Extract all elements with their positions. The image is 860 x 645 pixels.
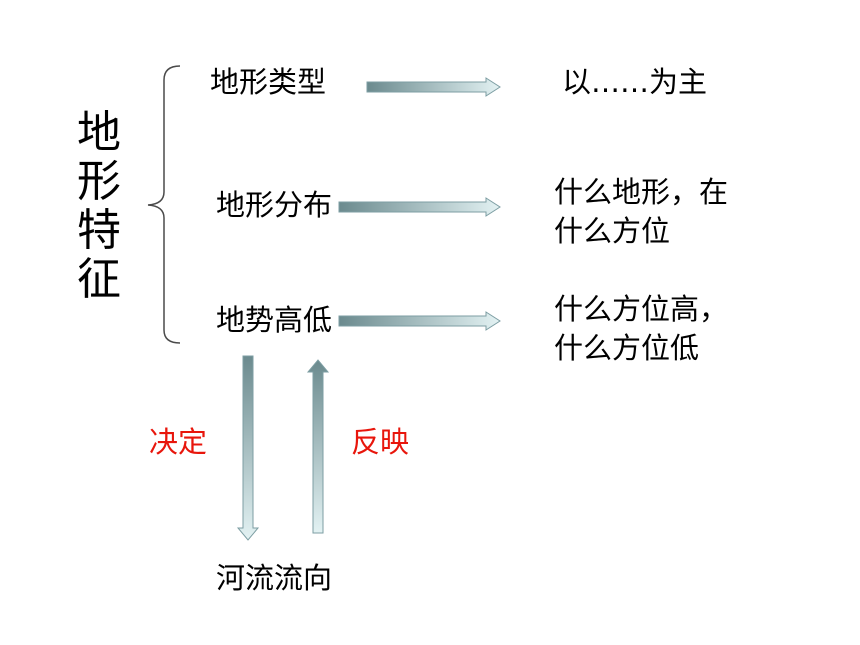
main-title: 地 形 特 征 [77, 107, 121, 305]
relation-reflects-label: 反映 [351, 425, 410, 459]
node-terrain-elevation: 地势高低 [216, 303, 333, 337]
node-terrain-distribution: 地形分布 [216, 188, 333, 222]
arrow-reflects-up [306, 359, 330, 534]
relation-determines-label: 决定 [149, 425, 208, 459]
node-terrain-type: 地形类型 [210, 65, 327, 99]
result-terrain-distribution: 什么地形，在 什么方位 [554, 175, 729, 248]
arrow-distribution-to-result [338, 197, 501, 217]
node-river-direction: 河流流向 [216, 561, 333, 595]
result-terrain-type: 以……为主 [562, 65, 708, 99]
arrow-type-to-result [366, 77, 501, 97]
left-brace [147, 65, 181, 344]
arrow-terrain-to-result [338, 311, 501, 331]
result-terrain-elevation: 什么方位高， 什么方位低 [554, 292, 729, 365]
arrow-determines-down [236, 355, 260, 541]
